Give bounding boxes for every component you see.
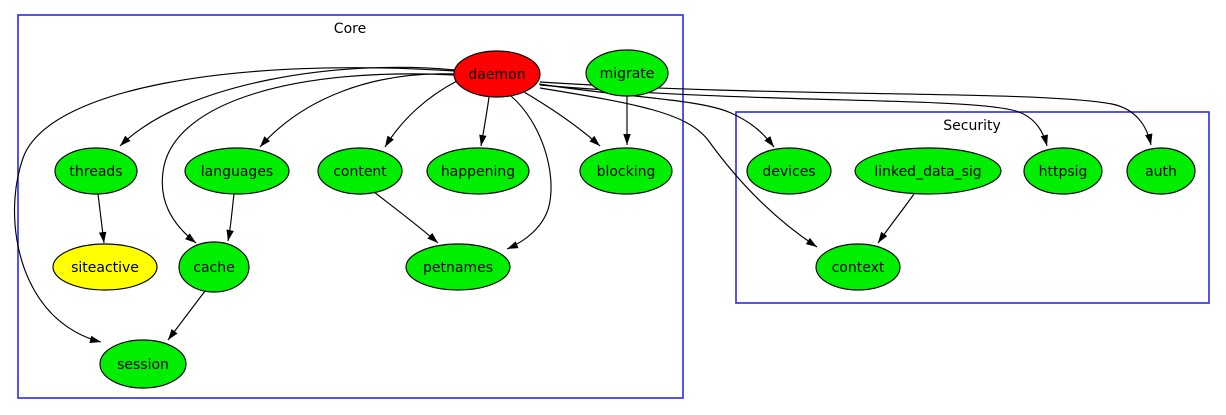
node-siteactive-shape bbox=[52, 243, 158, 291]
node-siteactive: siteactive bbox=[52, 243, 158, 291]
node-siteactive-label: siteactive bbox=[71, 260, 139, 276]
edge-daemon-content bbox=[384, 80, 458, 148]
node-migrate-label: migrate bbox=[600, 66, 655, 82]
edge-daemon-petnames bbox=[506, 95, 552, 250]
node-cache-shape bbox=[178, 241, 250, 293]
edge-threads-siteactive bbox=[97, 193, 107, 244]
node-linked_data_sig-shape bbox=[854, 147, 1002, 195]
node-auth: auth bbox=[1126, 147, 1196, 195]
node-auth-shape bbox=[1126, 147, 1196, 195]
node-blocking-shape bbox=[579, 147, 673, 195]
node-httpsig-label: httpsig bbox=[1039, 164, 1088, 180]
node-daemon-label: daemon bbox=[468, 67, 525, 83]
edge-content-petnames bbox=[373, 191, 439, 244]
node-threads-shape bbox=[54, 147, 138, 195]
node-devices: devices bbox=[746, 147, 832, 195]
node-blocking: blocking bbox=[579, 147, 673, 195]
edge-daemon-happening bbox=[479, 96, 490, 147]
edge-daemon-httpsig bbox=[539, 84, 1048, 147]
node-happening-label: happening bbox=[441, 164, 515, 180]
node-session-label: session bbox=[117, 357, 169, 373]
node-threads-label: threads bbox=[69, 164, 122, 180]
node-happening-shape bbox=[426, 147, 530, 195]
node-petnames-shape bbox=[405, 243, 511, 291]
edge-daemon-blocking bbox=[523, 91, 601, 147]
node-linked_data_sig: linked_data_sig bbox=[854, 147, 1002, 195]
node-migrate-shape bbox=[585, 49, 669, 97]
edge-daemon-threads bbox=[119, 66, 456, 147]
node-content-label: content bbox=[333, 164, 387, 180]
node-session: session bbox=[99, 339, 187, 389]
edge-daemon-cache bbox=[161, 73, 456, 244]
node-daemon-shape bbox=[453, 50, 541, 98]
edge-daemon-context bbox=[539, 87, 818, 248]
cluster-security-label: Security bbox=[943, 118, 1001, 134]
node-blocking-label: blocking bbox=[597, 164, 656, 180]
edge-linked_data_sig-context bbox=[877, 193, 915, 244]
node-petnames-label: petnames bbox=[423, 260, 493, 276]
node-devices-shape bbox=[746, 147, 832, 195]
node-httpsig-shape bbox=[1023, 147, 1103, 195]
cluster-security-border bbox=[735, 111, 1210, 304]
edge-languages-cache bbox=[226, 193, 235, 242]
node-threads: threads bbox=[54, 147, 138, 195]
node-session-shape bbox=[99, 339, 187, 389]
node-content-shape bbox=[317, 147, 403, 195]
node-daemon: daemon bbox=[453, 50, 541, 98]
node-auth-label: auth bbox=[1145, 164, 1177, 180]
node-context-shape bbox=[815, 243, 901, 291]
cluster-core-border bbox=[17, 14, 684, 399]
node-context: context bbox=[815, 243, 901, 291]
node-happening: happening bbox=[426, 147, 530, 195]
node-petnames: petnames bbox=[405, 243, 511, 291]
node-linked_data_sig-label: linked_data_sig bbox=[874, 164, 981, 180]
cluster-core-label: Core bbox=[334, 21, 366, 37]
node-devices-label: devices bbox=[762, 164, 815, 180]
edge-cache-session bbox=[167, 290, 206, 341]
node-migrate: migrate bbox=[585, 49, 669, 97]
node-cache: cache bbox=[178, 241, 250, 293]
edge-daemon-session bbox=[14, 67, 456, 343]
node-cache-label: cache bbox=[193, 260, 234, 276]
node-httpsig: httpsig bbox=[1023, 147, 1103, 195]
node-context-label: context bbox=[832, 260, 885, 276]
node-languages-label: languages bbox=[201, 164, 273, 180]
edge-daemon-auth bbox=[539, 81, 1153, 146]
node-languages: languages bbox=[184, 147, 290, 195]
node-content: content bbox=[317, 147, 403, 195]
edge-daemon-devices bbox=[538, 83, 775, 148]
node-languages-shape bbox=[184, 147, 290, 195]
